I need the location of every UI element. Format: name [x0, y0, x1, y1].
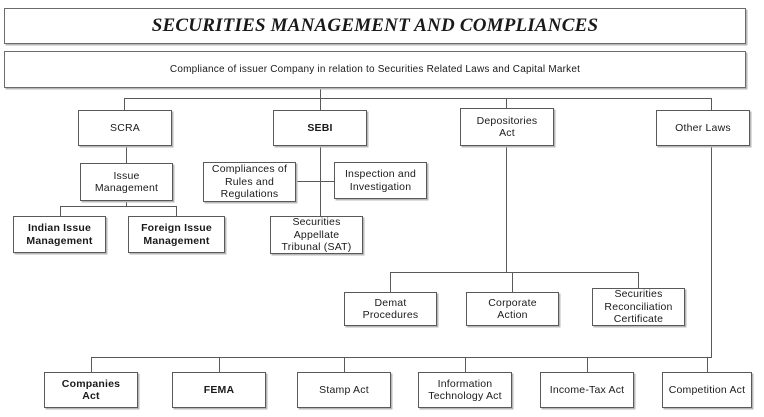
connector-depositories-trunk	[506, 146, 507, 272]
connector-level1-bus	[124, 98, 711, 99]
node-scra-label: SCRA	[110, 121, 140, 134]
node-inspection-investigation-label: Inspection and Investigation	[344, 168, 417, 193]
node-securities-appellate-tribunal-label: Securities Appellate Tribunal (SAT)	[281, 216, 352, 254]
node-fema[interactable]: FEMA	[172, 372, 266, 408]
connector-scra-to-issue-management	[126, 146, 127, 163]
node-compliances-rules-regulations[interactable]: Compliances of Rules and Regulations	[203, 162, 296, 202]
node-sebi-label: SEBI	[307, 121, 333, 134]
node-other-laws-label: Other Laws	[675, 121, 731, 134]
node-inspection-investigation[interactable]: Inspection and Investigation	[334, 162, 427, 199]
node-competition-act-label: Competition Act	[668, 383, 746, 396]
node-information-technology-act-label: Information Technology Act	[428, 377, 502, 402]
connector-sebi-to-compliances	[296, 181, 321, 182]
node-stamp-act-label: Stamp Act	[319, 383, 369, 396]
connector-to-securities-reconciliation	[638, 272, 639, 288]
node-demat-procedures-label: Demat Procedures	[362, 296, 419, 321]
connector-issue-management-bus	[60, 206, 177, 207]
node-foreign-issue-management-label: Foreign Issue Management	[141, 222, 212, 247]
connector-to-other-laws	[711, 98, 712, 110]
node-income-tax-act[interactable]: Income-Tax Act	[540, 372, 634, 408]
connector-to-corporate-action	[512, 272, 513, 292]
connector-to-depositories	[506, 98, 507, 108]
node-depositories-act[interactable]: Depositories Act	[460, 108, 554, 146]
connector-to-information-technology-act	[465, 357, 466, 372]
connector-to-foreign-issue	[176, 206, 177, 216]
connector-to-stamp-act	[344, 357, 345, 372]
node-competition-act[interactable]: Competition Act	[662, 372, 752, 408]
node-sebi[interactable]: SEBI	[273, 110, 367, 146]
node-indian-issue-management-label: Indian Issue Management	[26, 222, 93, 247]
chart-subtitle-box: Compliance of issuer Company in relation…	[4, 51, 746, 88]
connector-sebi-to-inspection	[320, 181, 335, 182]
connector-to-companies-act	[91, 357, 92, 372]
node-companies-act-label: Companies Act	[61, 377, 121, 402]
connector-bottom-bus	[91, 357, 712, 358]
node-demat-procedures[interactable]: Demat Procedures	[344, 292, 437, 326]
connector-other-laws-trunk	[711, 146, 712, 357]
chart-title-box: SECURITIES MANAGEMENT AND COMPLIANCES	[4, 8, 746, 44]
connector-issue-management-stem	[126, 201, 127, 206]
node-depositories-act-label: Depositories Act	[476, 114, 538, 139]
node-other-laws[interactable]: Other Laws	[656, 110, 750, 146]
node-securities-reconciliation-certificate-label: Securities Reconciliation Certificate	[604, 288, 673, 326]
node-companies-act[interactable]: Companies Act	[44, 372, 138, 408]
connector-to-competition-act	[707, 357, 708, 372]
node-securities-reconciliation-certificate[interactable]: Securities Reconciliation Certificate	[592, 288, 685, 326]
node-foreign-issue-management[interactable]: Foreign Issue Management	[128, 216, 225, 253]
connector-to-sebi	[320, 98, 321, 110]
node-issue-management-label: Issue Management	[94, 169, 159, 194]
node-stamp-act[interactable]: Stamp Act	[297, 372, 391, 408]
connector-to-scra	[124, 98, 125, 110]
connector-to-income-tax-act	[587, 357, 588, 372]
node-income-tax-act-label: Income-Tax Act	[549, 383, 625, 396]
node-information-technology-act[interactable]: Information Technology Act	[418, 372, 512, 408]
chart-title: SECURITIES MANAGEMENT AND COMPLIANCES	[151, 14, 599, 36]
node-securities-appellate-tribunal[interactable]: Securities Appellate Tribunal (SAT)	[270, 216, 363, 254]
connector-to-demat	[390, 272, 391, 292]
connector-to-fema	[219, 357, 220, 372]
connector-depositories-bus	[390, 272, 638, 273]
node-scra[interactable]: SCRA	[78, 110, 172, 146]
node-corporate-action[interactable]: Corporate Action	[466, 292, 559, 326]
chart-subtitle: Compliance of issuer Company in relation…	[169, 63, 581, 75]
node-fema-label: FEMA	[203, 383, 235, 396]
connector-to-indian-issue	[60, 206, 61, 216]
node-indian-issue-management[interactable]: Indian Issue Management	[13, 216, 106, 253]
node-corporate-action-label: Corporate Action	[488, 296, 537, 321]
node-issue-management[interactable]: Issue Management	[80, 163, 173, 201]
connector-root-stem	[320, 88, 321, 99]
node-compliances-rules-regulations-label: Compliances of Rules and Regulations	[211, 163, 288, 201]
